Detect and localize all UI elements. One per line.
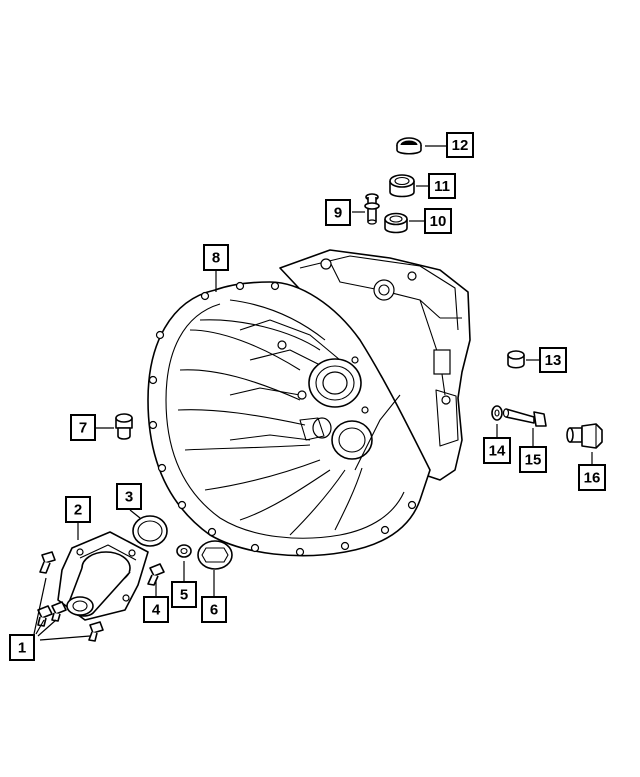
callout-8: 8 — [203, 244, 229, 271]
callout-16: 16 — [578, 464, 606, 491]
callout-14: 14 — [483, 437, 511, 464]
callout-2: 2 — [65, 496, 91, 523]
bushing-part-10 — [384, 212, 408, 234]
pin-part-9 — [364, 193, 380, 225]
callout-12-label: 12 — [452, 137, 469, 154]
callout-5: 5 — [171, 581, 197, 608]
plug-part-13 — [507, 350, 525, 369]
callout-1: 1 — [9, 634, 35, 661]
sensor-part-16 — [566, 423, 603, 449]
callout-6-label: 6 — [210, 602, 218, 619]
callout-11-label: 11 — [434, 178, 450, 195]
leader-lines — [33, 145, 593, 641]
plug-part-7 — [115, 413, 133, 440]
callout-6: 6 — [201, 596, 227, 623]
flange-bolt-holes — [148, 281, 417, 557]
callout-2-label: 2 — [74, 502, 82, 519]
callout-5-label: 5 — [180, 587, 188, 604]
callout-15-label: 15 — [525, 452, 542, 469]
callout-8-label: 8 — [212, 250, 220, 267]
callout-1-label: 1 — [18, 640, 26, 657]
oil-seal-part-6 — [197, 540, 233, 570]
seal-ring-part-3 — [132, 515, 168, 547]
callout-13-label: 13 — [545, 352, 562, 369]
washer-part-14 — [491, 405, 503, 421]
callout-11: 11 — [428, 173, 456, 199]
callout-16-label: 16 — [584, 470, 601, 487]
callout-10-label: 10 — [430, 213, 447, 230]
bolt-part-15 — [502, 408, 547, 427]
callout-13: 13 — [539, 347, 567, 373]
callout-3: 3 — [116, 483, 142, 510]
bushing-part-11 — [389, 174, 415, 198]
callout-14-label: 14 — [489, 443, 506, 460]
bolts-part-1 — [37, 551, 104, 642]
callout-3-label: 3 — [125, 489, 133, 506]
callout-10: 10 — [424, 208, 452, 234]
callout-9-label: 9 — [334, 205, 342, 222]
washer-part-5 — [176, 544, 192, 558]
seal-part-12 — [396, 137, 422, 155]
callout-12: 12 — [446, 132, 474, 158]
callout-15: 15 — [519, 446, 547, 473]
callout-7-label: 7 — [79, 420, 87, 437]
callout-4: 4 — [143, 596, 169, 623]
transmission-case — [147, 249, 471, 557]
bearing-retainer-part-2 — [57, 531, 149, 621]
callout-4-label: 4 — [152, 602, 161, 619]
callout-7: 7 — [70, 414, 96, 441]
callout-9: 9 — [325, 199, 351, 226]
